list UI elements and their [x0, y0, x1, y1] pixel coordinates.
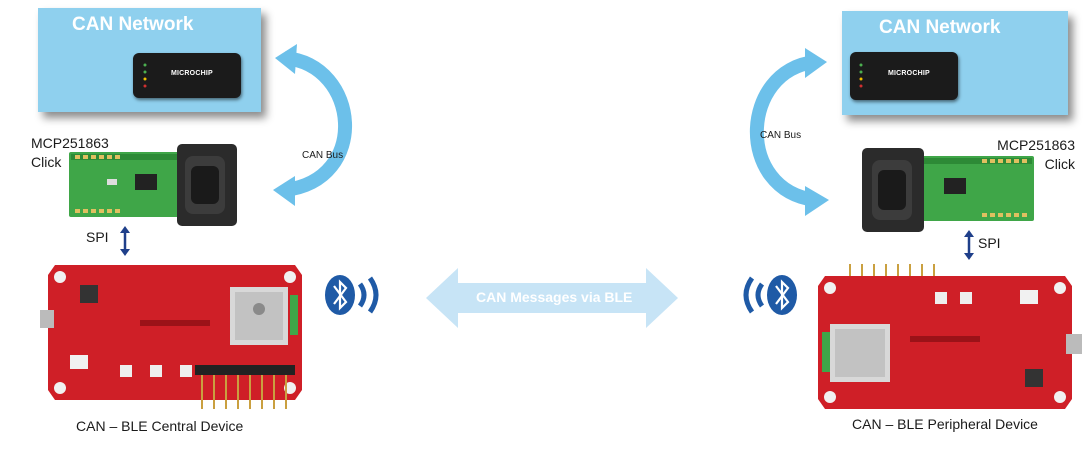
- right-can-network-title: CAN Network: [879, 17, 1001, 38]
- left-bluetooth-icon: [325, 275, 379, 315]
- left-analyzer-brand: MICROCHIP: [171, 70, 213, 77]
- right-click-label: MCP251863 Click: [990, 136, 1075, 174]
- right-can-analyzer-device: MICROCHIP: [850, 52, 958, 100]
- right-click-label-line1: MCP251863: [997, 137, 1075, 153]
- ble-arrow-label: CAN Messages via BLE: [476, 289, 633, 305]
- right-click-label-line2: Click: [1044, 156, 1075, 172]
- left-click-label-line1: MCP251863: [31, 135, 109, 151]
- right-spi-label: SPI: [978, 235, 1001, 251]
- right-mcp251863-click-board: [862, 148, 1034, 232]
- left-analyzer-leds: [143, 63, 147, 88]
- ble-double-arrow: [426, 268, 678, 328]
- right-wbz451-curiosity-board: [818, 264, 1082, 409]
- left-device-caption: CAN – BLE Central Device: [76, 418, 244, 434]
- right-spi-arrow: [964, 230, 974, 260]
- left-spi-label: SPI: [86, 229, 109, 245]
- right-analyzer-leds: [859, 63, 863, 88]
- right-analyzer-brand: MICROCHIP: [888, 70, 930, 77]
- left-click-label: MCP251863 Click: [31, 134, 109, 172]
- left-mcp251863-click-board: [69, 144, 237, 226]
- left-can-bus-arrow: [273, 44, 353, 206]
- left-can-analyzer-device: MICROCHIP: [133, 53, 241, 98]
- left-spi-arrow: [120, 226, 130, 256]
- right-can-bus-arrow: [749, 48, 829, 216]
- right-device-caption: CAN – BLE Peripheral Device: [852, 416, 1038, 432]
- right-bluetooth-icon: [743, 275, 797, 315]
- left-can-bus-label: CAN Bus: [302, 150, 344, 161]
- left-wbz451-curiosity-board: [40, 265, 302, 409]
- left-can-network-title: CAN Network: [72, 14, 194, 35]
- right-can-bus-label: CAN Bus: [760, 130, 802, 141]
- left-click-label-line2: Click: [31, 154, 62, 170]
